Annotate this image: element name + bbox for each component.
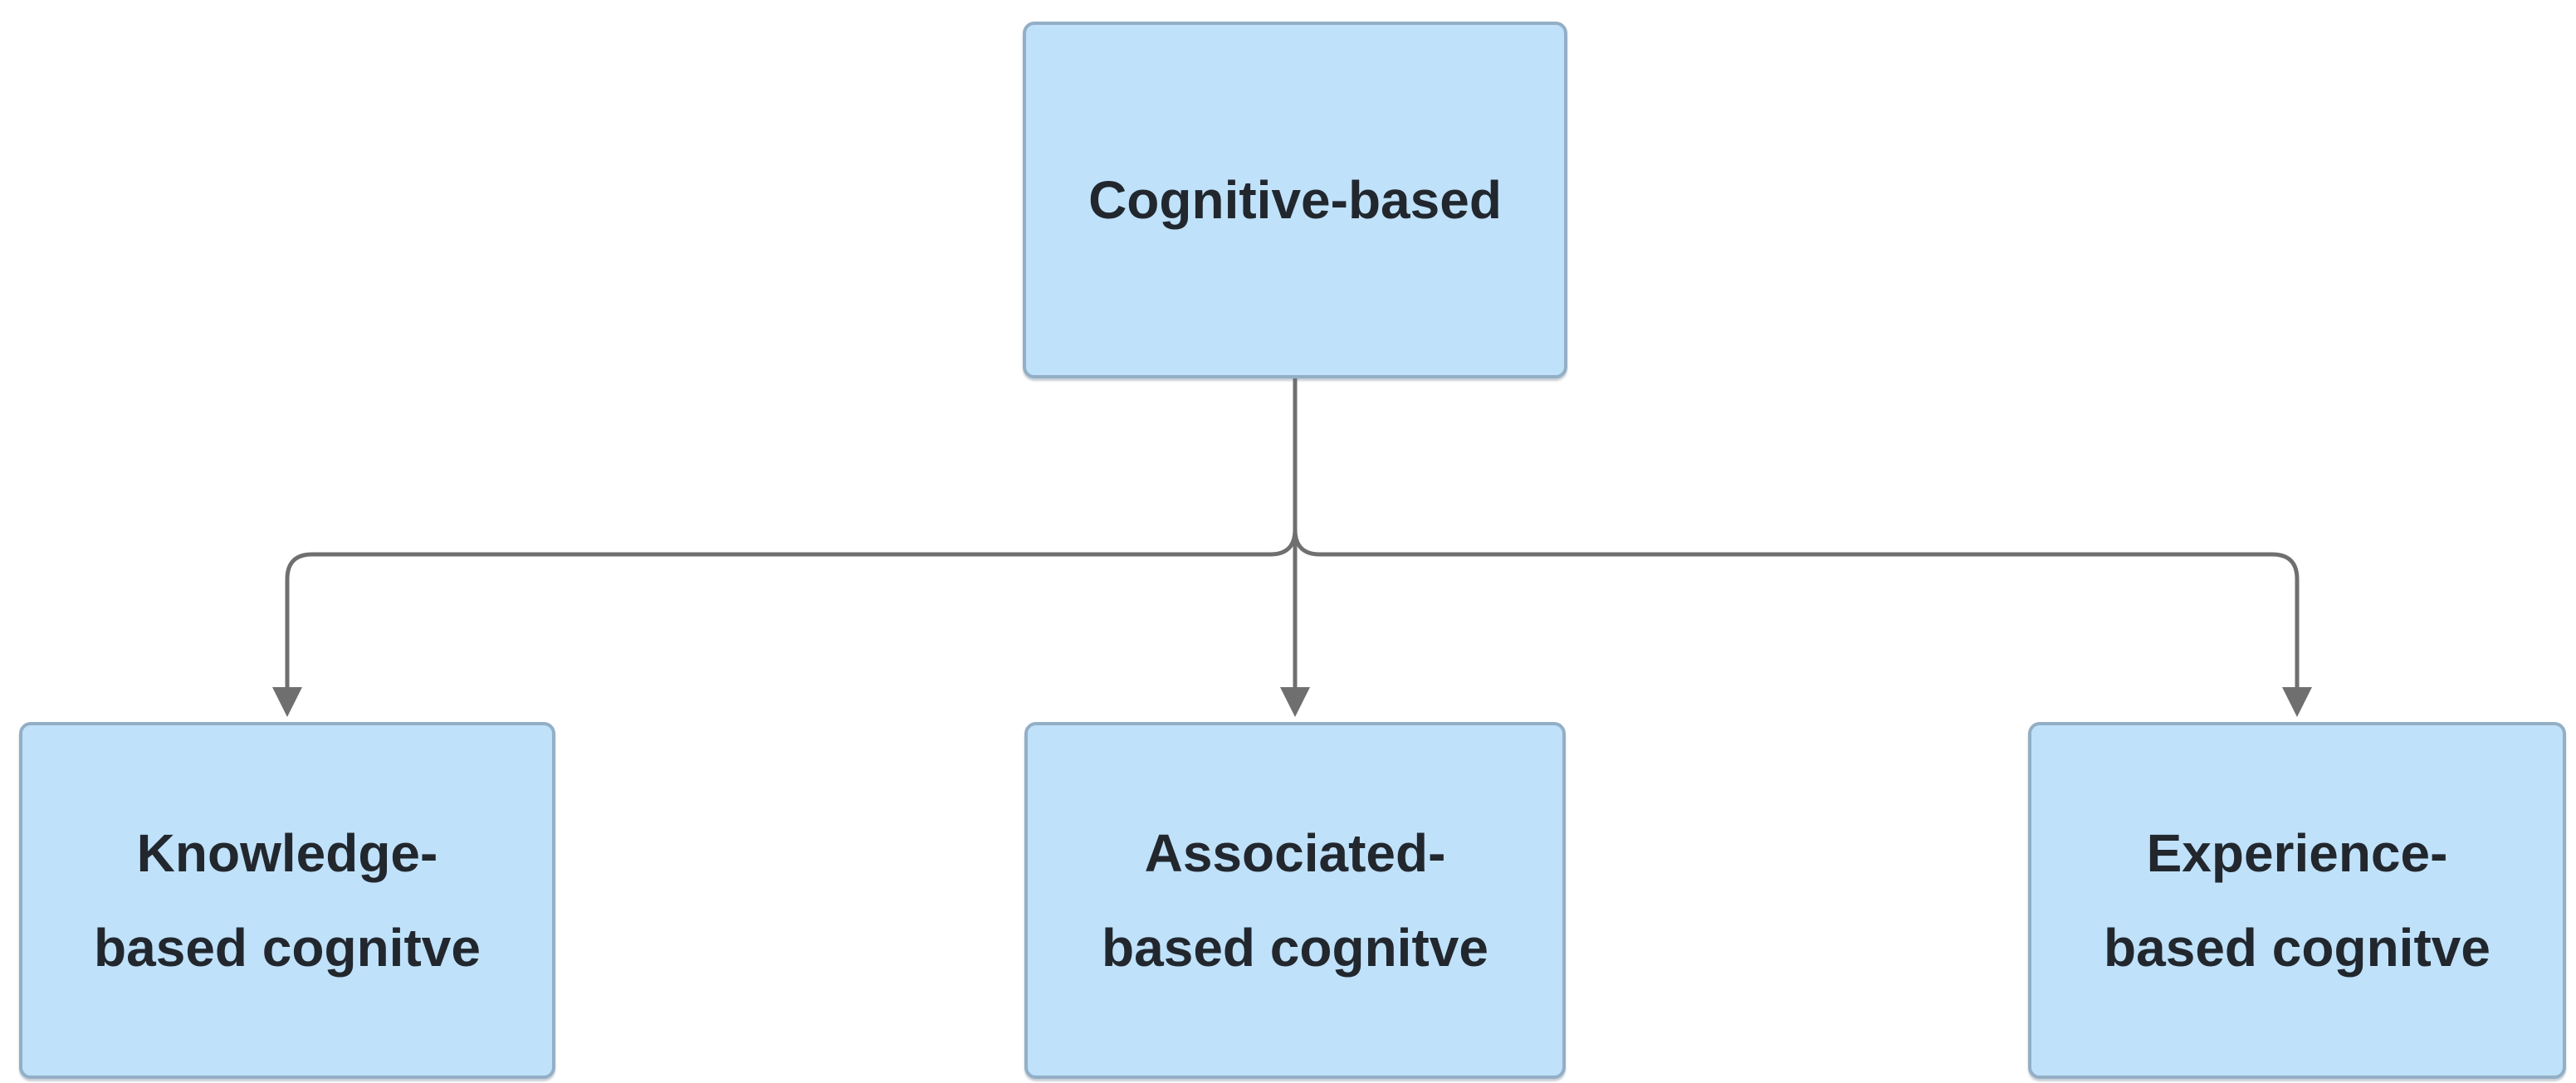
edge-root-to-experience [1293,378,2300,689]
edge-root-to-knowledge [285,378,1298,689]
node-label: Cognitive-based [1088,170,1502,230]
node-label-line: based cognitve [1102,918,1488,978]
node-label-line: Associated- [1144,823,1446,883]
arrowhead-down-icon [272,687,302,717]
node-label-line: based cognitve [94,918,481,978]
arrowhead-down-icon [1280,687,1310,717]
node-knowledge-based-cognitve[interactable]: Knowledge- based cognitve [19,722,555,1079]
node-associated-based-cognitve[interactable]: Associated- based cognitve [1024,722,1566,1079]
node-cognitive-based[interactable]: Cognitive-based [1023,22,1567,378]
node-label-line: Experience- [2146,823,2448,883]
node-label-line: based cognitve [2104,918,2490,978]
node-experience-based-cognitve[interactable]: Experience- based cognitve [2028,722,2566,1079]
arrowhead-down-icon [2282,687,2312,717]
node-label-line: Knowledge- [136,823,438,883]
